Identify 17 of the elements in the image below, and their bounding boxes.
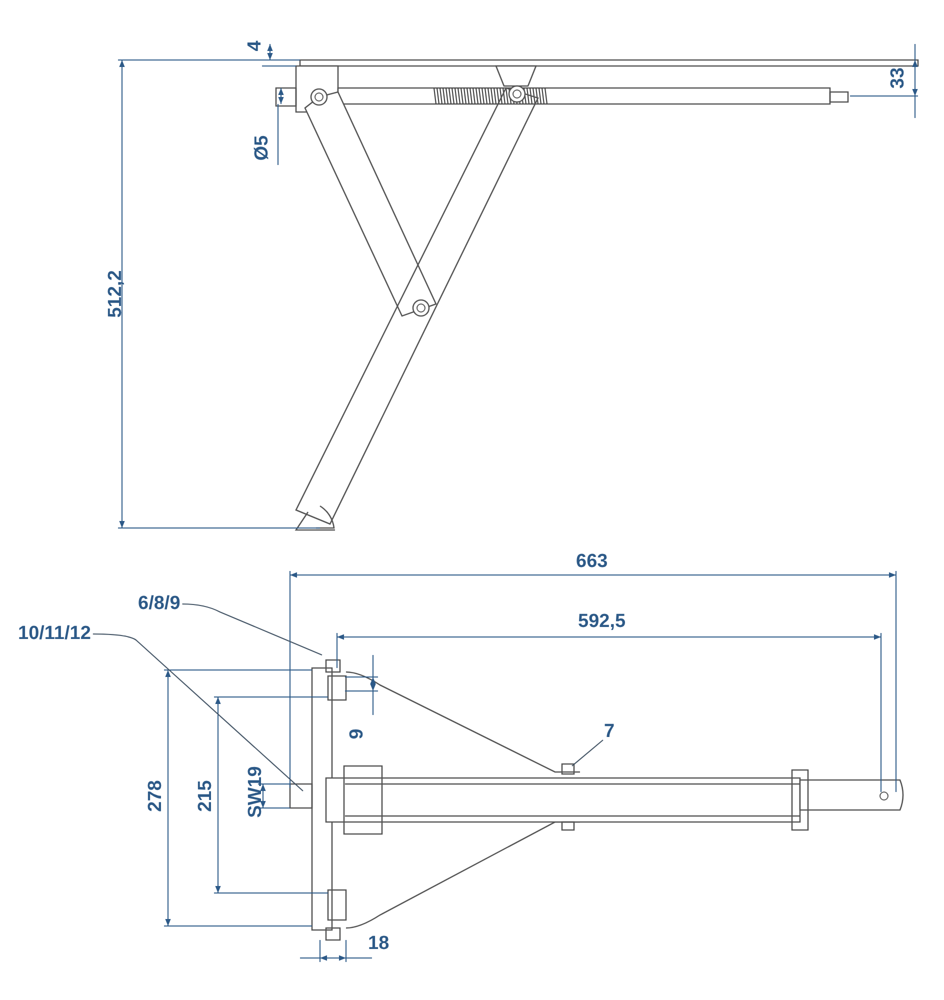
leader-line [92, 633, 304, 792]
dimension-value: 512,2 [106, 270, 126, 318]
dimension-value: SW19 [246, 766, 266, 818]
leader-line [572, 740, 604, 766]
callout-number: 7 [604, 722, 615, 742]
dimension-value: 18 [368, 934, 390, 954]
dimension-value: 663 [576, 552, 608, 572]
dimension-value: 9 [347, 728, 368, 740]
dimension-value: 278 [146, 780, 166, 812]
dimension-value: 215 [196, 780, 216, 812]
dimension-value: 592,5 [578, 612, 626, 632]
callout-number: 10/11/12 [18, 624, 91, 644]
dimension-value: Ø5 [252, 135, 273, 161]
dimension-value: 33 [888, 67, 909, 89]
callout-number: 6/8/9 [138, 594, 180, 614]
leader-line [182, 603, 322, 656]
dimension-value: 4 [245, 40, 266, 52]
